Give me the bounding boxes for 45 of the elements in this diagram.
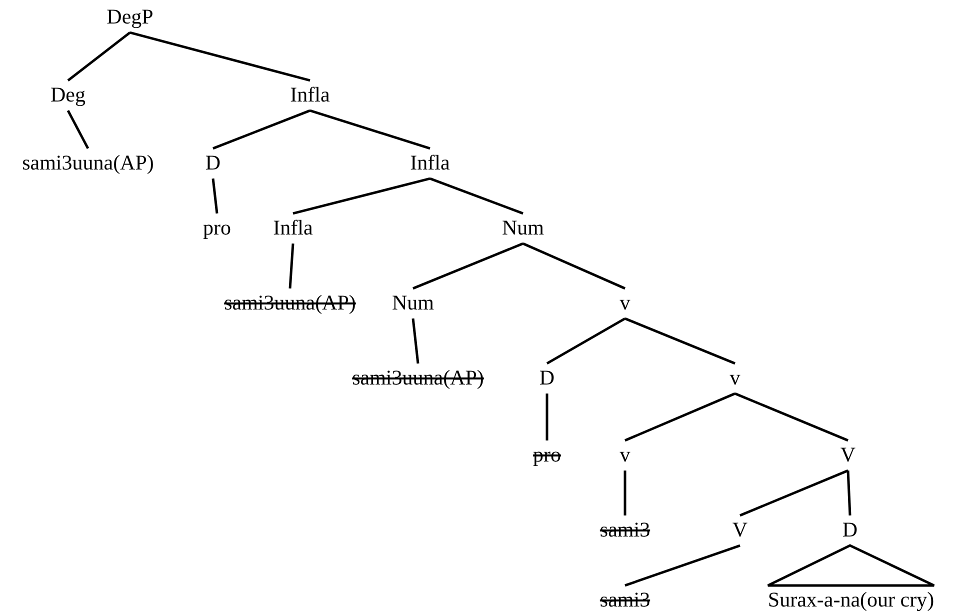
tree-branch [212,109,310,150]
tree-branch [740,469,848,517]
trace-label: sami3 [600,588,650,612]
tree-node-label: v [620,291,630,315]
tree-node-label: Infla [410,151,450,175]
tree-branch [624,544,740,587]
tree-branch [292,177,430,215]
phrase-label: Surax-a-na(our cry) [768,588,934,612]
tree-branch [412,242,524,290]
tree-branch [734,392,848,442]
tree-node-label: v [730,366,740,390]
tree-node-label: Infla [290,83,330,107]
tree-node-label: DegP [106,5,154,29]
tree-branch [624,392,736,442]
tree-branch [546,394,548,440]
trace-label: pro [533,443,561,467]
tree-node-label: V [732,518,748,542]
trace-label: sami3uuna(AP) [352,366,484,390]
tree-branch [430,177,524,215]
tree-node-label: sami3uuna(AP) [22,151,154,175]
tree-node-label: D [539,366,555,390]
tree-branch [66,110,90,150]
tree-node-label: Infla [273,216,313,240]
trace-label: sami3 [600,518,650,542]
tree-branch [310,109,430,150]
tree-branch [130,31,310,82]
tree-branch [288,243,294,289]
tree-branch [522,242,626,290]
tree-branch [624,470,626,516]
tree-branch [624,317,736,365]
tree-branch [412,318,420,364]
tree-branch [67,32,131,82]
tree-node-label: V [840,443,856,467]
tree-node-label: v [620,443,630,467]
tree-branch [846,470,852,516]
tree-node-label: Num [502,216,544,240]
trace-label: sami3uuna(AP) [224,291,356,315]
tree-node-label: Num [392,291,434,315]
tree-node-label: D [205,151,221,175]
tree-node-label: D [842,518,858,542]
tree-branch [546,317,626,365]
tree-node-label: pro [203,216,231,240]
triangle-branch [766,544,936,587]
tree-node-label: Deg [50,83,86,107]
tree-branch [212,178,218,214]
